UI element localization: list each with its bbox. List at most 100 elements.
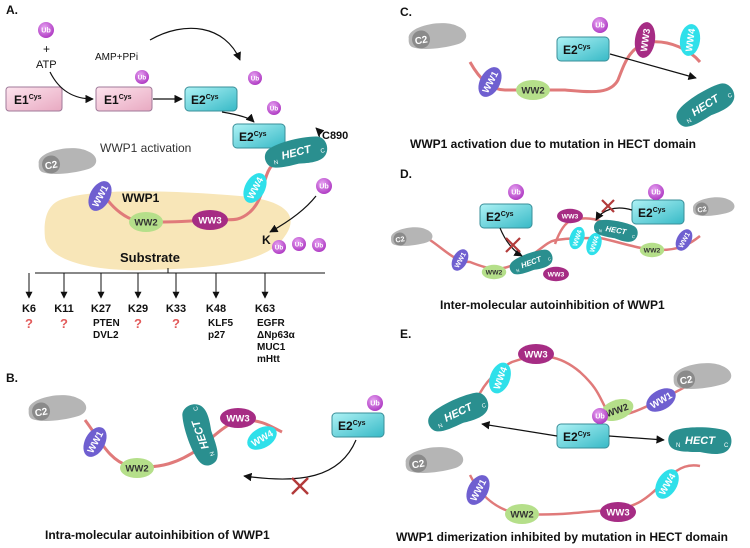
ww3-domain: WW3 — [220, 408, 256, 428]
ub-label: Ub — [319, 182, 329, 191]
ww4-domain: WW4 — [586, 232, 602, 256]
ub-icon: Ub — [367, 395, 383, 411]
ww3-shape — [192, 210, 228, 230]
arrow-e2-hect-e-right — [608, 435, 665, 444]
c2-core — [393, 232, 407, 246]
ww1-domain: WW1 — [83, 427, 107, 457]
inhibit-cross — [601, 199, 615, 213]
ub-icon: Ub — [248, 71, 262, 85]
ub-circle — [272, 240, 286, 254]
linkage-target: DVL2 — [93, 330, 119, 341]
linker-c — [468, 40, 702, 94]
ub-icon: Ub — [267, 101, 281, 115]
ww4-shape — [655, 469, 679, 499]
panel-a: A. Substrate Ub + ATP AMP+PPi E1Cys E1Cy… — [5, 3, 348, 365]
ww4-domain: WW4 — [243, 173, 267, 203]
ww3-shape — [543, 266, 569, 282]
panel-e-caption: WWP1 dimerization inhibited by mutation … — [396, 530, 728, 544]
ww1-shape — [466, 475, 490, 505]
linkage-site: K48 — [206, 303, 226, 315]
c2-label: C2 — [697, 204, 708, 214]
k-label: K — [262, 233, 271, 247]
ub-icon: Ub — [648, 184, 664, 200]
ww3-label: WW3 — [606, 508, 629, 519]
ub-label: Ub — [275, 245, 284, 252]
c2-core — [412, 30, 431, 49]
ub-label: Ub — [511, 188, 521, 197]
ww1-shape — [88, 181, 112, 211]
panel-b-letter: B. — [6, 371, 18, 385]
arrow-ub-transfer — [149, 27, 241, 61]
panel-d-caption: Inter-molecular autoinhibition of WWP1 — [440, 298, 665, 312]
ww2-label: WW2 — [521, 86, 544, 97]
n-terminus-label: N — [438, 423, 444, 430]
c2-domain: C2 — [405, 447, 464, 473]
n-terminus-label: N — [273, 160, 279, 167]
hect-shape — [676, 83, 735, 127]
ub-circle — [267, 101, 281, 115]
linkage-item: K6? — [22, 273, 36, 331]
unknown-target-mark: ? — [25, 316, 33, 331]
e1-box-left — [5, 86, 63, 112]
ww4-label: WW4 — [684, 27, 698, 52]
ww2-domain: WW2 — [129, 212, 163, 232]
ub-circle — [248, 71, 262, 85]
ww2-domain: WW2 — [505, 504, 539, 524]
linkage-item: K29? — [128, 273, 148, 331]
ww3-shape — [557, 208, 583, 224]
ww3-shape — [518, 344, 554, 364]
linkage-target: mHtt — [257, 354, 280, 365]
ub-label: Ub — [41, 26, 51, 35]
ww2-label: WW2 — [486, 270, 503, 277]
linkage-site: K29 — [128, 303, 148, 315]
ww3-domain: WW3 — [557, 208, 583, 224]
ww1-shape — [83, 427, 107, 457]
e2-label-top: E2Cys — [191, 93, 219, 107]
c2-core — [409, 454, 428, 473]
ub-circle — [312, 238, 326, 252]
panel-b-caption: Intra-molecular autoinhibition of WWP1 — [45, 528, 270, 542]
ww2-label: WW2 — [134, 218, 157, 229]
ub-icon: Ub — [592, 408, 608, 424]
ww3-label: WW3 — [226, 414, 249, 425]
c2-domain: C2 — [28, 395, 87, 421]
ww2-shape — [481, 264, 507, 280]
ww4-shape — [243, 173, 267, 203]
e2-box-top — [184, 86, 238, 112]
ww2-label: WW2 — [125, 464, 148, 475]
ww4-label: WW4 — [589, 235, 601, 253]
ww1-domain: WW1 — [466, 475, 490, 505]
linkage-list: K6?K11?K27PTENDVL2K29?K33?K48KLF5p27K63E… — [22, 273, 296, 365]
ww4-shape — [586, 232, 602, 256]
ww2-shape — [129, 212, 163, 232]
ub-icon: Ub — [272, 240, 286, 254]
e2-box-bound — [232, 123, 286, 149]
e1-box-right — [95, 86, 153, 112]
ub-label: Ub — [370, 399, 380, 408]
e2-label-c: E2Cys — [563, 43, 591, 57]
ub-icon: Ub — [312, 238, 326, 252]
ww2-shape — [120, 458, 154, 478]
ww1-domain: WW1 — [646, 388, 676, 412]
c2-domain: C2 — [673, 363, 732, 389]
arrow-e2-hect — [221, 111, 255, 123]
c2-core — [42, 155, 61, 174]
plus-sign: + — [43, 42, 50, 56]
ub-circle — [648, 184, 664, 200]
ww3-domain: WW3 — [600, 502, 636, 522]
ub-circle — [592, 17, 608, 33]
panel-d-letter: D. — [400, 167, 412, 181]
ub-circle — [592, 408, 608, 424]
ww2-domain: WW2 — [600, 398, 634, 422]
e2-label-bound: E2Cys — [239, 130, 267, 144]
ww4-domain: WW4 — [489, 362, 511, 394]
n-terminus-label: N — [210, 450, 217, 456]
ww3-domain: WW3 — [543, 266, 569, 282]
ww3-shape — [634, 22, 656, 58]
